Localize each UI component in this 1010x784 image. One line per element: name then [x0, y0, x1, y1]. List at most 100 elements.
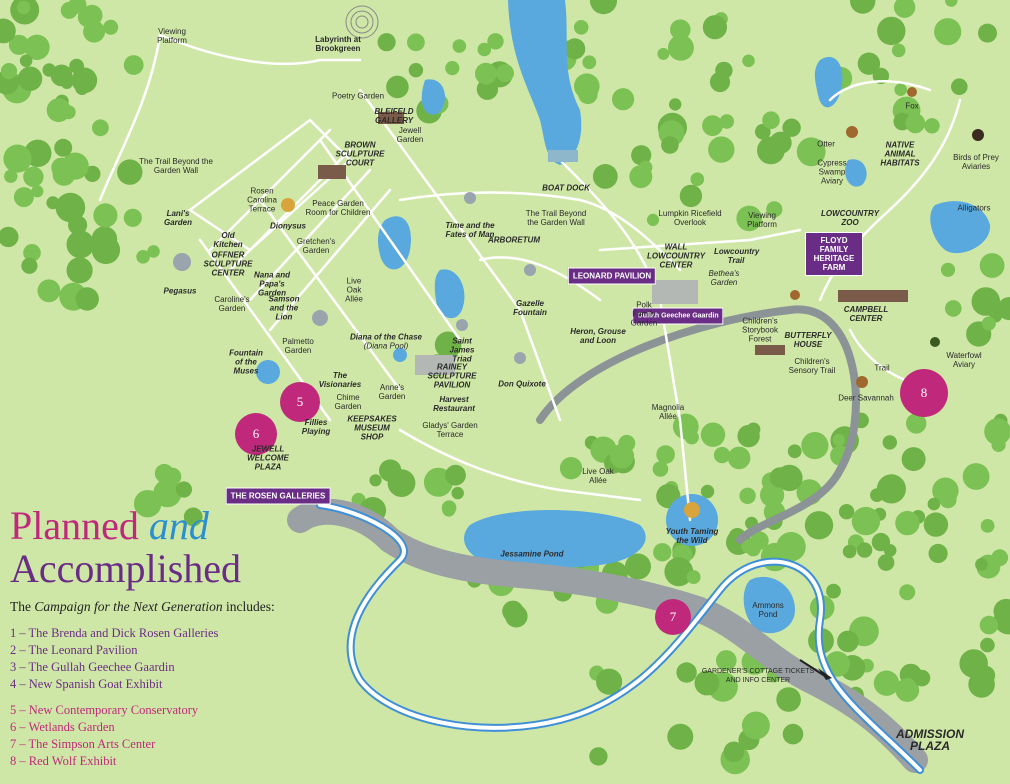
label-trail-beyond-mid: The Trail Beyond the Garden Wall	[525, 209, 587, 227]
tree-icon	[782, 118, 801, 137]
tree-icon	[894, 83, 907, 96]
rosen-galleries-label[interactable]: THE ROSEN GALLERIES	[225, 487, 331, 505]
tree-icon	[123, 55, 144, 75]
tree-icon	[77, 7, 97, 27]
tree-icon	[386, 75, 409, 99]
label-jessamine[interactable]: Jessamine Pond	[500, 549, 564, 559]
marker-8[interactable]: 8	[900, 369, 948, 417]
legend-item-1: 1 – The Brenda and Dick Rosen Galleries	[10, 626, 219, 640]
label-diana: Diana of the Chase	[349, 332, 423, 342]
samson-sculpture-icon	[312, 310, 328, 326]
tree-icon	[776, 687, 801, 712]
label-fillies: Fillies Playing	[301, 418, 331, 436]
boat-dock-lake	[508, 0, 582, 165]
tree-icon	[475, 62, 497, 85]
leonard-pavilion-label[interactable]: LEONARD PAVILION	[567, 267, 657, 285]
label-samson: Samson and the Lion	[268, 294, 300, 322]
label-viewing-platform-nw: Viewing Platform	[157, 27, 187, 45]
label-deer: Deer Savannah	[838, 393, 894, 403]
legend-item-2: 2 – The Leonard Pavilion	[10, 643, 138, 657]
marker-6[interactable]: 6	[235, 413, 277, 455]
tree-icon	[445, 464, 466, 486]
tree-icon	[842, 544, 857, 559]
boat-dock-building	[548, 150, 578, 162]
tree-icon	[408, 62, 424, 78]
tree-icon	[496, 64, 514, 83]
tree-icon	[84, 165, 101, 182]
tree-icon	[0, 63, 18, 80]
tree-icon	[719, 114, 734, 129]
tree-icon	[895, 510, 920, 536]
brown-court-building	[318, 165, 346, 179]
tree-icon	[851, 506, 881, 536]
footpaths	[98, 33, 962, 522]
cypress-pond	[845, 159, 867, 187]
floyd-farm-label[interactable]: FLOYD FAMILY HERITAGE FARM	[805, 232, 863, 276]
legend-title-line2: Accomplished	[10, 546, 242, 591]
tree-icon	[441, 500, 457, 515]
labyrinth-icon	[345, 5, 379, 39]
tree-icon	[661, 136, 679, 154]
tree-icon	[690, 172, 705, 186]
label-gardener[interactable]: GARDENER'S COTTAGE TICKETS AND INFO CENT…	[701, 668, 815, 684]
marker-5[interactable]: 5	[280, 382, 320, 422]
youth-sculpture-icon	[684, 502, 700, 518]
tree-icon	[857, 52, 881, 75]
label-youth: Youth Taming the Wild	[665, 527, 719, 545]
tram-route	[316, 501, 924, 774]
tree-icon	[713, 446, 731, 464]
tree-icon	[760, 482, 785, 508]
label-lanis-garden: Lani's Garden	[163, 209, 192, 227]
tree-icon	[709, 71, 731, 93]
label-diana-sub: (Diana Pool)	[363, 341, 409, 351]
tree-icon	[679, 184, 703, 208]
marker-7[interactable]: 7	[655, 599, 691, 635]
label-fountain-muses: Fountain of the Muses	[229, 348, 263, 376]
label-lumpkin: Lumpkin Ricefield Overlook	[658, 209, 722, 227]
tree-icon	[708, 136, 735, 163]
tree-icon	[589, 747, 608, 766]
tree-icon	[676, 662, 697, 683]
waterfowl-icon	[930, 337, 940, 347]
tree-icon	[801, 432, 829, 460]
legend-item-3: 3 – The Gullah Geechee Gaardin	[10, 660, 175, 674]
tree-icon	[652, 461, 669, 477]
tram-route-line	[318, 503, 922, 772]
tree-icon	[656, 445, 675, 464]
tree-icon	[716, 650, 737, 671]
tree-icon	[877, 554, 895, 571]
info-arrow-icon	[818, 668, 832, 680]
tree-icon	[445, 61, 460, 76]
label-rosen-carolina: Rosen Carolina Terrace	[247, 186, 277, 214]
label-admission-plaza[interactable]: ADMISSION PLAZA	[895, 727, 964, 753]
tree-icon	[757, 136, 785, 165]
tree-icon	[75, 287, 99, 311]
tree-icon	[723, 741, 745, 763]
bird-prey-icon	[972, 129, 984, 141]
tree-icon	[877, 16, 906, 46]
label-wall-lowcountry: WALL LOWCOUNTRY CENTER	[646, 242, 706, 270]
label-don-quixote: Don Quixote	[498, 379, 546, 389]
tree-icon	[21, 257, 38, 274]
label-polk: Polk Family Garden	[630, 300, 658, 328]
label-ammons[interactable]: Ammons Pond	[752, 601, 784, 619]
tree-icon	[980, 637, 995, 653]
gullah-geechee-label[interactable]: Gullah Geechee Gaardin	[632, 307, 724, 325]
gazelle-sculpture-icon	[524, 264, 536, 276]
label-live-oak-low: Live Oak Allée	[582, 467, 614, 485]
tree-icon	[103, 19, 119, 35]
tree-icon	[782, 723, 804, 745]
label-dionysus: Dionysus	[269, 221, 307, 231]
tree-icon	[91, 226, 118, 252]
label-palmetto: Palmetto Garden	[282, 337, 314, 355]
goat-icon	[790, 290, 800, 300]
youth-pool	[666, 494, 718, 546]
time-fates-sculpture-icon	[464, 192, 476, 204]
label-childrens-trail: Children's Sensory Trail	[788, 357, 836, 375]
tree-icon	[23, 166, 44, 187]
label-waterfowl: Waterfowl Aviary	[946, 351, 982, 369]
tree-icon	[906, 413, 927, 434]
tree-icon	[61, 152, 89, 180]
tree-icon	[646, 213, 660, 226]
label-offner: OFFNER SCULPTURE CENTER	[203, 250, 253, 278]
